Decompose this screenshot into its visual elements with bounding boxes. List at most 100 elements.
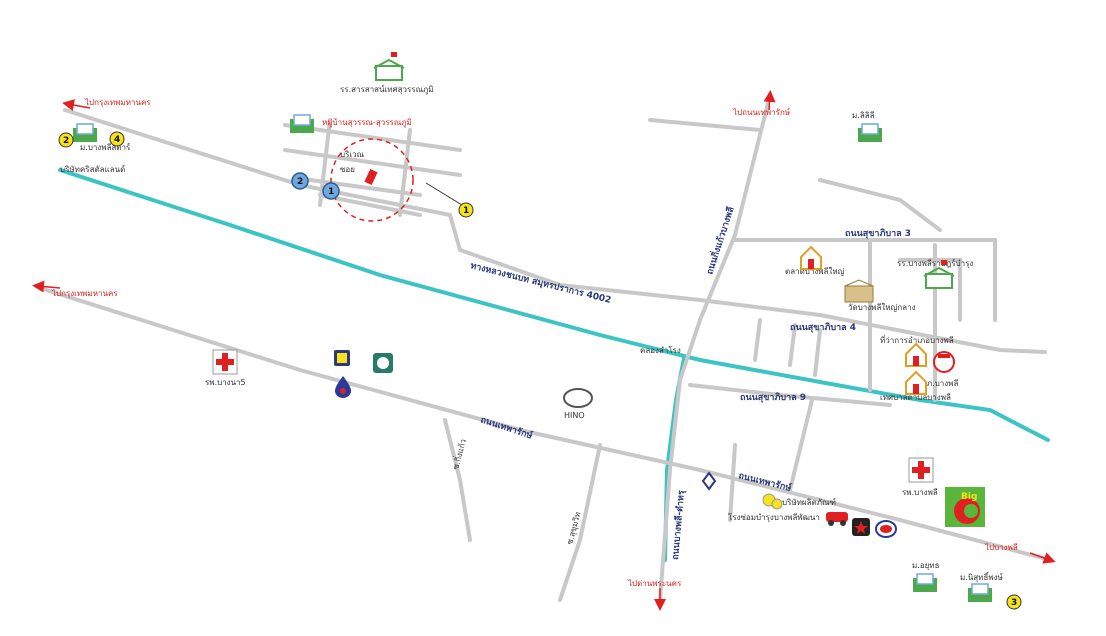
road-top-left	[648, 118, 762, 132]
label-to-right: ไปบางพลี	[984, 543, 1018, 552]
police-icon[interactable]	[933, 351, 955, 373]
arrow-right	[1029, 552, 1056, 564]
road-layer	[38, 93, 1052, 602]
label-textile: บริษัทผลิตภัณฑ์	[782, 497, 836, 507]
road-grid-2	[283, 148, 462, 177]
label-road-4002: ทางหลวงชนบท สมุทรปราการ 4002	[469, 260, 612, 306]
house-icon-bottom1[interactable]	[913, 573, 937, 592]
label-school-right: รร.บางพลีราษฎร์บำรุง	[897, 258, 973, 268]
caltex-icon[interactable]	[852, 518, 870, 536]
road-north-south	[658, 93, 772, 602]
label-police: สภ.บางพลี	[922, 379, 958, 388]
main-canal	[58, 168, 1050, 442]
marker-blue-2[interactable]: 2	[291, 172, 309, 190]
hino-logo-icon[interactable]: HINO	[563, 388, 593, 420]
district-office-icon[interactable]	[905, 342, 927, 367]
label-market: ตลาดบางพลีใหญ่	[785, 267, 845, 276]
car-icon[interactable]	[826, 512, 848, 526]
marker-blue-1[interactable]: 1	[322, 182, 340, 200]
label-school-top: รร.สารสาสน์เทศสุวรรณภูมิ	[340, 84, 434, 95]
house-icon-left[interactable]	[73, 123, 97, 142]
hospital-right-icon[interactable]	[908, 457, 934, 483]
temple-icon[interactable]	[844, 279, 874, 303]
svg-text:Big: Big	[961, 492, 977, 502]
house-icon-bottom2[interactable]	[968, 583, 992, 602]
marker-yellow-2[interactable]: 2	[58, 132, 74, 148]
road-grid-1	[283, 123, 462, 152]
marker-1-leader	[425, 182, 463, 206]
hospital-left-icon[interactable]	[212, 349, 238, 375]
house-icon-village-red[interactable]	[290, 114, 314, 133]
esso-icon[interactable]	[875, 520, 897, 538]
road-soi-left	[443, 418, 472, 542]
school-top-icon[interactable]	[373, 52, 405, 81]
house-icon-right-top[interactable]	[858, 123, 882, 142]
ptt-icon[interactable]	[335, 376, 351, 398]
road-inner-1	[753, 318, 762, 362]
label-road-bangphli: ถนนบางพลี-ตำหรุ	[670, 490, 687, 561]
road-soi-r1	[728, 443, 737, 522]
label-near2: ซอย	[340, 165, 355, 174]
label-district: ที่ว่าการอำเภอบางพลี	[880, 334, 954, 345]
label-near1: บริเวณ	[340, 150, 365, 159]
marker-yellow-1[interactable]: 1	[458, 202, 474, 218]
label-road-sukhaphiban3: ถนนสุขาภิบาล 3	[845, 228, 911, 239]
label-to-north: ไปถนนเทพารักษ์	[732, 107, 790, 117]
big-c-logo[interactable]: Big	[945, 487, 985, 527]
road-soi-r2	[788, 398, 814, 492]
road-market-loop	[898, 258, 962, 322]
svg-text:HINO: HINO	[564, 411, 585, 420]
marker-yellow-3[interactable]: 3	[1006, 594, 1022, 610]
direction-arrows	[32, 90, 1056, 611]
arrow-bangkok-mid	[32, 280, 61, 293]
municipality-icon[interactable]	[905, 370, 927, 395]
svg-text:3: 3	[1011, 598, 1017, 608]
label-left-village: ม.บางพลีสตาร์	[80, 142, 131, 152]
road-inner-2	[788, 323, 797, 367]
road-grid-4	[318, 193, 422, 217]
road-grid-v1	[318, 118, 332, 207]
road-top-right	[818, 178, 942, 232]
textile-icon[interactable]	[762, 493, 783, 510]
svg-text:4: 4	[114, 135, 120, 145]
arrow-north	[763, 90, 776, 111]
label-village-red: หมู่บ้านสุวรรณ-สุวรรณภูมิ	[322, 118, 412, 128]
svg-text:1: 1	[463, 206, 469, 216]
tesco-icon[interactable]	[701, 471, 717, 491]
road-soi-mid	[558, 443, 602, 602]
label-village-bottom2: ม.นิสุทธิ์พงษ์	[960, 571, 1003, 582]
label-canal-mid: คลองสำโรง	[640, 345, 681, 355]
location-circle	[330, 138, 414, 222]
label-road-sukhaphiban4: ถนนสุขาภิบาล 4	[790, 322, 856, 333]
house-icon-market[interactable]	[800, 245, 822, 270]
label-road-thepharak: ถนนเทพารักษ์	[479, 413, 534, 441]
marker-yellow-4[interactable]: 4	[109, 131, 125, 147]
road-grid-v2	[398, 128, 412, 217]
road-sukhaphiban3	[733, 238, 997, 322]
bank-icon[interactable]	[373, 353, 393, 373]
road-thepharak	[38, 286, 1052, 562]
label-road-sukhaphiban9: ถนนสุขาภิบาล 9	[740, 392, 806, 403]
label-hospital-left: รพ.บางนา5	[205, 378, 246, 387]
label-village-bottom1: ม.อยุทธ	[912, 561, 940, 570]
label-hospital-right: รพ.บางพลี	[902, 488, 938, 497]
svg-text:2: 2	[63, 136, 69, 146]
gas-station-icon[interactable]	[334, 350, 350, 366]
road-sukhaphiban9	[688, 383, 892, 407]
label-road-thepharak-east: ถนนเทพารักษ์	[737, 469, 792, 494]
arrow-bangkok-top	[62, 99, 91, 111]
location-pin[interactable]	[364, 168, 378, 186]
label-to-bangkok-mid: ไปกรุงเทพมหานคร	[51, 289, 118, 298]
label-village-right-top: ม.ลิลิลี	[852, 111, 875, 120]
label-temple: วัดบางพลีใหญ่กลาง	[848, 303, 916, 312]
road-highway-4002	[63, 108, 1047, 354]
school-right-icon[interactable]	[923, 260, 955, 289]
svg-text:1: 1	[328, 187, 334, 197]
label-municipality: เทศบาลตำบลบางพลี	[880, 393, 951, 402]
label-to-bangkok-top: ไปกรุงเทพมหานคร	[84, 98, 151, 107]
svg-text:2: 2	[297, 177, 303, 187]
label-factory: โรงซ่อมบำรุงบางพลีพัฒนา	[728, 512, 820, 522]
label-to-south: ไปด่านพระนคร	[627, 579, 682, 588]
label-left-village2: บริษัทคริสตัลแลนด์	[60, 164, 125, 174]
